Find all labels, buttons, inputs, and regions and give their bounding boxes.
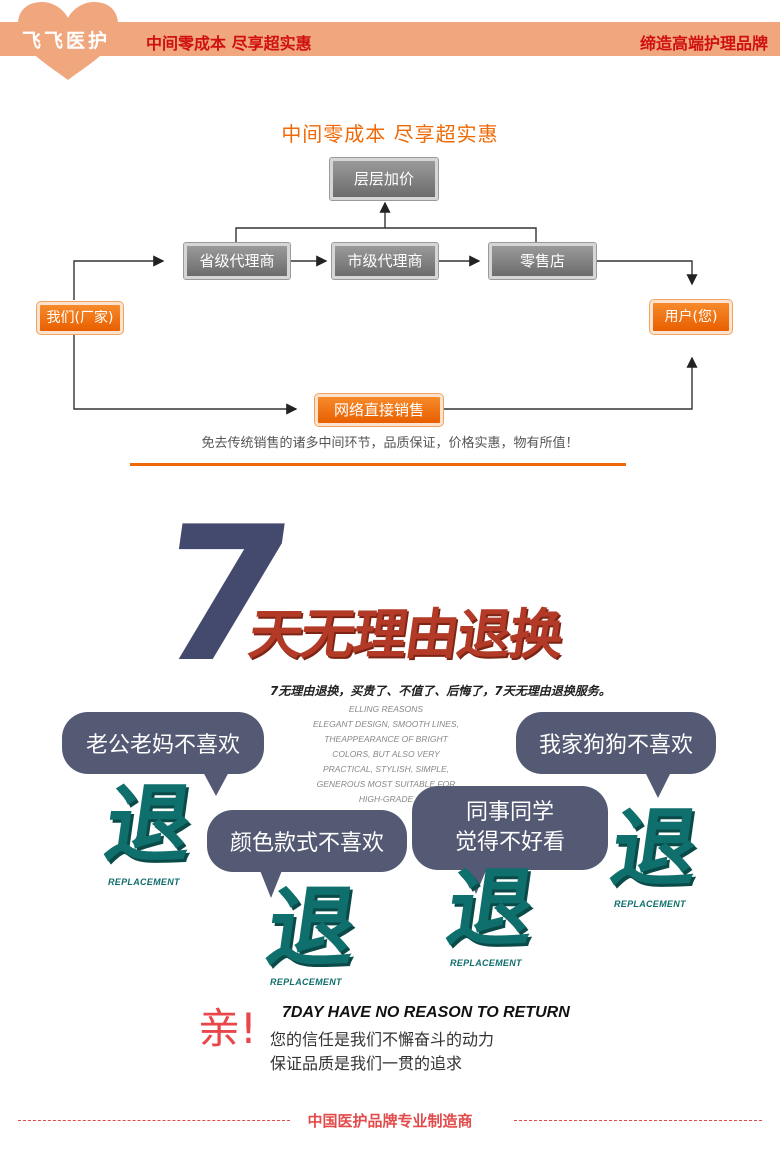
english-line: THEAPPEARANCE OF BRIGHT [324,734,448,744]
bubble-text: 老公老妈不喜欢 [85,733,240,758]
replacement-label: REPLACEMENT [614,899,686,909]
return-glyph: 退 [98,775,200,875]
bubble-tail [464,866,488,894]
flow-box-retail-store: 零售店 [488,242,597,280]
flow-title: 中间零成本 尽享超实惠 [281,122,499,146]
speech-bubble-color-style: 颜色款式不喜欢 [207,810,407,898]
english-line: ELLING REASONS [348,704,424,714]
bubble-text: 颜色款式不喜欢 [229,831,384,856]
speech-bubble-dog: 我家狗狗不喜欢 [516,712,716,798]
replacement-label: REPLACEMENT [450,958,522,968]
header-slogan-right: 缔造高端护理品牌 [639,34,768,53]
english-title: 7DAY HAVE NO REASON TO RETURN [282,1004,570,1021]
trust-line: 您的信任是我们不懈奋斗的动力 [270,1030,495,1049]
bubble-text: 同事同学 觉得不好看 [454,800,565,855]
english-line: PRACTICAL, STYLISH, SIMPLE, [322,764,450,774]
english-description: ELLING REASONS ELEGANT DESIGN, SMOOTH LI… [296,702,476,807]
bubble-tail [202,770,230,796]
english-line: ELEGANT DESIGN, SMOOTH LINES, [313,719,459,729]
footer-dash-left [18,1120,290,1121]
flow-box-online-direct: 网络直接销售 [314,393,444,427]
english-line: HIGH-GRADE [358,794,414,804]
header-banner [0,22,780,56]
footer-dash-right [514,1120,762,1121]
return-tagline: 7无理由退换，买贵了、不值了、后悔了，7天无理由退换服务。 [270,684,611,698]
replacement-label: REPLACEMENT [270,977,342,987]
quality-line: 保证品质是我们一贯的追求 [270,1054,463,1073]
return-headline: 天无理由退换 [244,603,566,666]
return-glyph: 退 [440,859,542,959]
english-line: GENEROUS MOST SUITABLE FOR [316,779,456,789]
replacement-label: REPLACEMENT [108,877,180,887]
english-line: COLORS, BUT ALSO VERY [332,749,440,759]
heart-logo-icon [18,2,118,80]
flow-note: 免去传统销售的诸多中间环节，品质保证，价格实惠，物有所值！ [201,436,579,451]
flow-box-manufacturer: 我们(厂家) [36,301,124,335]
flow-box-customer: 用户(您) [649,299,733,335]
bubble-tail [259,868,283,898]
bubble-tail [644,770,672,798]
return-glyph: 退 [260,876,364,979]
qin-exclamation: 亲! [198,1004,257,1053]
speech-bubble-parents: 老公老妈不喜欢 [62,712,264,796]
flow-connectors [73,201,698,415]
flow-divider [130,463,626,466]
flow-box-city-agent: 市级代理商 [331,242,439,280]
flow-box-provincial-agent: 省级代理商 [183,242,291,280]
return-glyph: 退 [604,799,706,899]
flow-box-markup: 层层加价 [329,157,439,201]
speech-bubble-colleagues: 同事同学 觉得不好看 [412,786,608,894]
bubble-text: 我家狗狗不喜欢 [538,733,693,758]
header-slogan-left: 中间零成本 尽享超实惠 [146,34,312,53]
brand-name: 飞飞医护 [22,30,111,52]
footer-text: 中国医护品牌专业制造商 [307,1112,473,1130]
